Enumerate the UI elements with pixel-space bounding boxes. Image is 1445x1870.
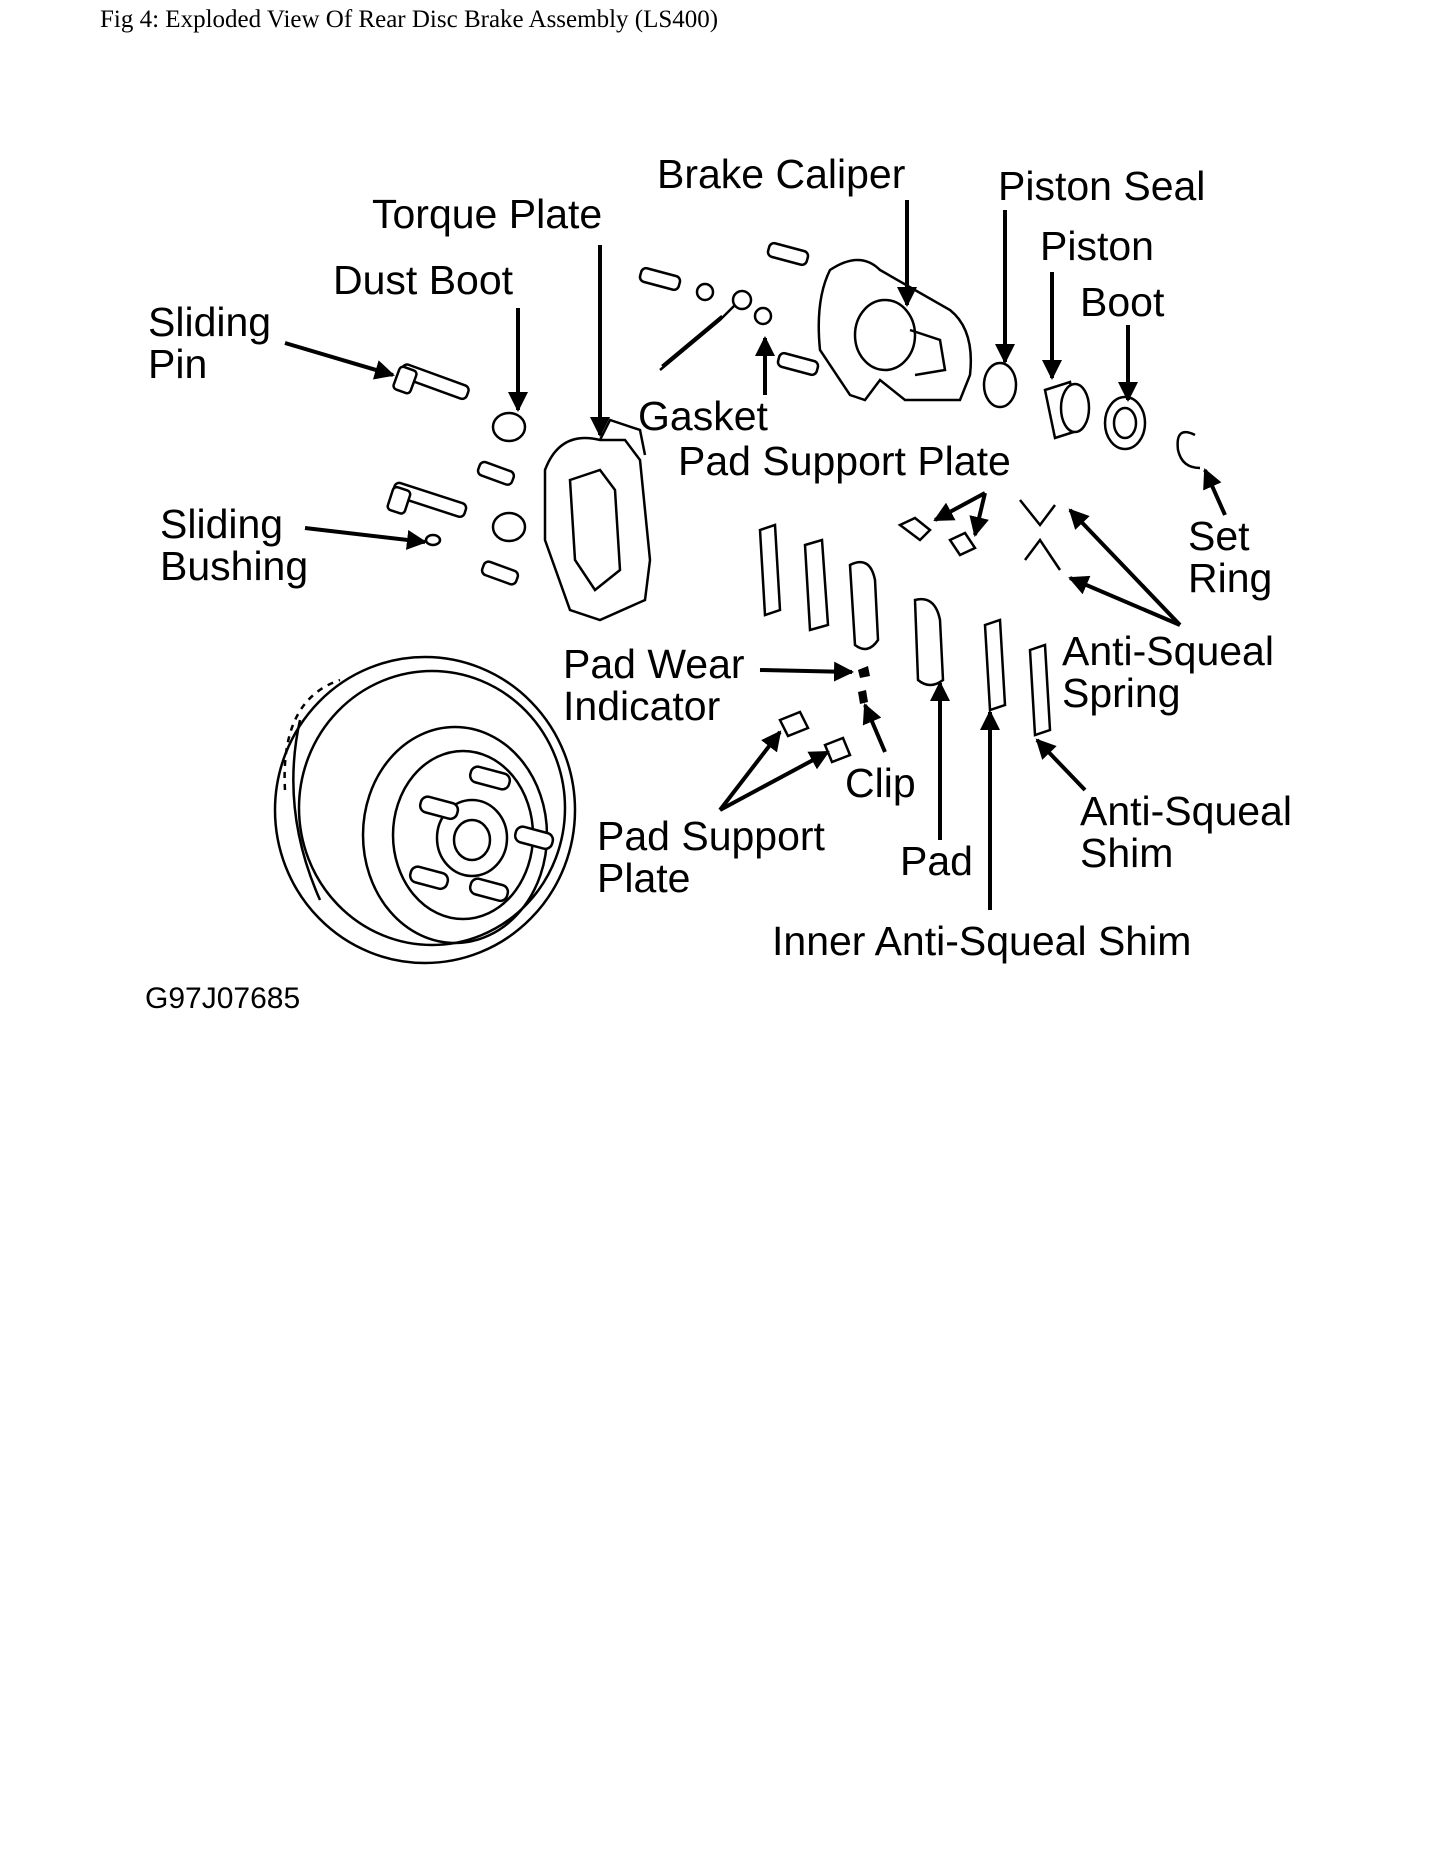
label-dust-boot: Dust Boot [333, 257, 514, 303]
label-sliding-bushing-line1: Sliding [160, 501, 283, 547]
label-pad: Pad [900, 838, 973, 884]
pad-wear-indicator-part [858, 666, 870, 704]
pad-support-plate-bottom-part [778, 710, 852, 764]
dust-boot-parts [476, 411, 527, 586]
label-anti-squeal-spring-line1: Anti-Squeal [1062, 628, 1274, 674]
label-torque-plate: Torque Plate [372, 191, 602, 237]
label-sliding-pin-line1: Sliding [148, 299, 271, 345]
brake-caliper-part [817, 258, 972, 402]
label-inner-anti-squeal-shim: Inner Anti-Squeal Shim [772, 918, 1191, 964]
pad-support-plate-top-part [897, 516, 977, 557]
pad-shim-parts [758, 523, 1052, 737]
label-gasket: Gasket [638, 393, 768, 439]
label-pad-wear-indicator-line1: Pad Wear [563, 641, 745, 687]
label-brake-caliper: Brake Caliper [657, 151, 905, 197]
label-set-ring-line2: Ring [1188, 555, 1272, 601]
sliding-pin-part [392, 363, 470, 401]
sliding-pin-lower-part [386, 481, 468, 519]
piston-part [1043, 380, 1091, 440]
brake-rotor [273, 655, 577, 965]
label-sliding-pin-line2: Pin [148, 341, 207, 387]
label-piston-seal: Piston Seal [998, 163, 1205, 209]
label-clip: Clip [845, 760, 916, 806]
label-pad-support-plate-bottom-line2: Plate [597, 855, 690, 901]
piston-seal-part [982, 361, 1018, 409]
set-ring-part [1176, 430, 1201, 470]
label-anti-squeal-shim-line2: Shim [1080, 830, 1173, 876]
label-pad-support-plate-top: Pad Support Plate [678, 438, 1011, 484]
label-pad-support-plate-bottom-line1: Pad Support [597, 813, 826, 859]
label-anti-squeal-spring-line2: Spring [1062, 670, 1181, 716]
brake-hose [659, 289, 753, 371]
sliding-bushing-part [424, 533, 442, 547]
figure-code: G97J07685 [145, 982, 300, 1015]
label-piston: Piston [1040, 223, 1154, 269]
label-anti-squeal-shim-line1: Anti-Squeal [1080, 788, 1292, 834]
label-pad-wear-indicator-line2: Indicator [563, 683, 720, 729]
boot-part [1103, 395, 1147, 451]
label-sliding-bushing-line2: Bushing [160, 543, 308, 589]
caliper-bolts [638, 241, 820, 377]
torque-plate-part [543, 418, 652, 622]
label-boot: Boot [1080, 279, 1165, 325]
leader-arrows [284, 200, 1227, 910]
anti-squeal-spring-part [1019, 499, 1062, 571]
figure-caption: Fig 4: Exploded View Of Rear Disc Brake … [100, 6, 719, 33]
label-set-ring-line1: Set [1188, 513, 1250, 559]
